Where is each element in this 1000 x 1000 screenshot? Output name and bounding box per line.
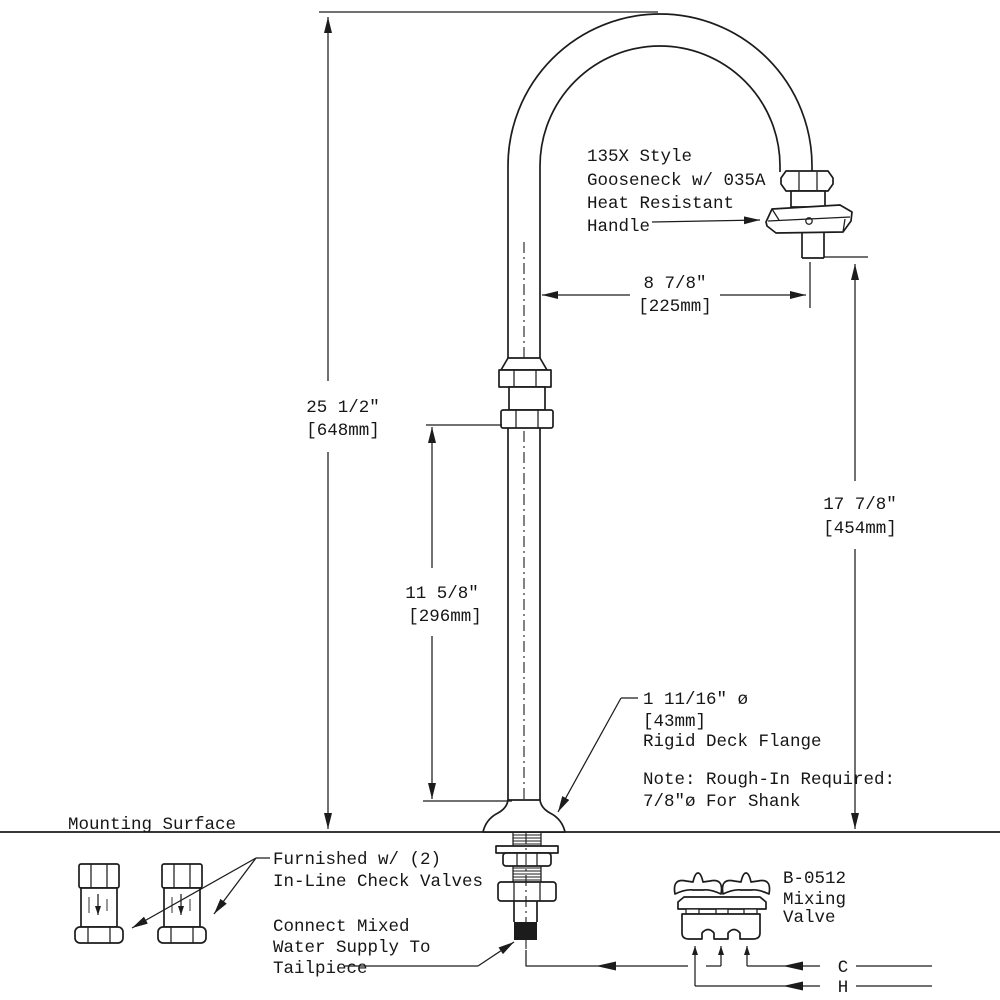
dim-union-in: 11 5/8" bbox=[405, 584, 479, 604]
dim-spread-in: 8 7/8" bbox=[643, 274, 706, 294]
dim-outlet-mm: [454mm] bbox=[823, 519, 897, 539]
dim-spread-mm: [225mm] bbox=[638, 297, 712, 317]
mixing-valve-handle-right bbox=[721, 872, 771, 895]
flange-washer bbox=[495, 845, 559, 854]
mounting-surface-label: Mounting Surface bbox=[68, 815, 236, 835]
check-valves-label-1: Furnished w/ (2) bbox=[273, 850, 441, 870]
shank-threads-upper bbox=[512, 833, 542, 846]
flange-leader-line bbox=[557, 697, 622, 813]
dim-union-mm: [296mm] bbox=[408, 607, 482, 627]
check-valves-callout: Furnished w/ (2) In-Line Check Valves bbox=[131, 850, 483, 929]
hot-supply-line: H bbox=[692, 946, 932, 998]
deck-flange bbox=[482, 799, 566, 833]
union-coupling bbox=[498, 357, 554, 429]
hot-flow-arrow bbox=[783, 981, 803, 991]
check-valve-1 bbox=[74, 863, 124, 944]
coupling-nut bbox=[497, 881, 557, 902]
roughin-note-1: Note: Rough-In Required: bbox=[643, 770, 895, 790]
mixing-valve-top-plate bbox=[677, 896, 767, 910]
lock-nut bbox=[502, 852, 552, 867]
dim-height-mm: [648mm] bbox=[306, 421, 380, 441]
dim-height-in: 25 1/2" bbox=[306, 398, 380, 418]
spout-label-4: Handle bbox=[587, 217, 650, 237]
mixing-valve-label-3: Valve bbox=[783, 908, 836, 928]
mixing-valve-body bbox=[681, 913, 761, 940]
spout-label-1: 135X Style bbox=[587, 147, 692, 167]
cold-flow-arrow bbox=[783, 961, 803, 971]
dim-outlet-in: 17 7/8" bbox=[823, 495, 897, 515]
mixing-valve-handle-left bbox=[673, 872, 723, 895]
supply-label-1: Connect Mixed bbox=[273, 917, 410, 937]
tailpiece-leader-line bbox=[477, 941, 515, 967]
dimension-spread: 8 7/8" [225mm] bbox=[542, 262, 811, 317]
spout-label-2: Gooseneck w/ 035A bbox=[587, 171, 766, 191]
mixing-valve bbox=[673, 872, 771, 940]
check-valves-label-2: In-Line Check Valves bbox=[273, 872, 483, 892]
flange-label-1: 1 11/16" ø bbox=[643, 690, 748, 710]
mixed-flow-arrow bbox=[596, 961, 616, 971]
spout-leader-line bbox=[651, 216, 761, 225]
dimension-union-height: 11 5/8" [296mm] bbox=[405, 424, 512, 802]
shank-assembly bbox=[495, 833, 559, 950]
dimension-overall-height: 25 1/2" [648mm] bbox=[306, 11, 658, 829]
hot-label: H bbox=[838, 978, 849, 998]
roughin-note-2: 7/8"ø For Shank bbox=[643, 792, 801, 812]
gooseneck-spout bbox=[507, 13, 813, 800]
cold-supply-line: C bbox=[744, 946, 932, 978]
handle-assembly bbox=[765, 170, 853, 259]
supply-callout: Connect Mixed Water Supply To Tailpiece bbox=[273, 917, 515, 979]
supply-label-2: Water Supply To bbox=[273, 938, 431, 958]
flange-label-3: Rigid Deck Flange bbox=[643, 732, 822, 752]
mixing-valve-callout: B-0512 Mixing Valve bbox=[783, 869, 846, 928]
check-valve-leader-1 bbox=[131, 857, 257, 929]
mixed-water-line bbox=[525, 946, 724, 971]
handle-neck bbox=[790, 190, 826, 208]
bonnet-nut bbox=[780, 170, 834, 192]
spout-callout: 135X Style Gooseneck w/ 035A Heat Resist… bbox=[587, 147, 766, 237]
check-valve-2 bbox=[157, 863, 207, 944]
supply-label-3: Tailpiece bbox=[273, 959, 368, 979]
spout-inner-curve bbox=[539, 45, 781, 167]
shank-threads-lower bbox=[512, 866, 542, 882]
check-valve-leader-2 bbox=[213, 857, 257, 915]
flange-label-2: [43mm] bbox=[643, 712, 706, 732]
mixing-valve-label-1: B-0512 bbox=[783, 869, 846, 889]
spout-outer-curve bbox=[507, 13, 813, 167]
spout-label-3: Heat Resistant bbox=[587, 194, 734, 214]
flange-callout: 1 11/16" ø [43mm] Rigid Deck Flange Note… bbox=[557, 690, 895, 813]
mixing-valve-label-2: Mixing bbox=[783, 890, 846, 910]
cold-label: C bbox=[838, 958, 849, 978]
tailpiece-tip bbox=[514, 922, 537, 940]
dimension-outlet-height: 17 7/8" [454mm] bbox=[823, 256, 897, 829]
